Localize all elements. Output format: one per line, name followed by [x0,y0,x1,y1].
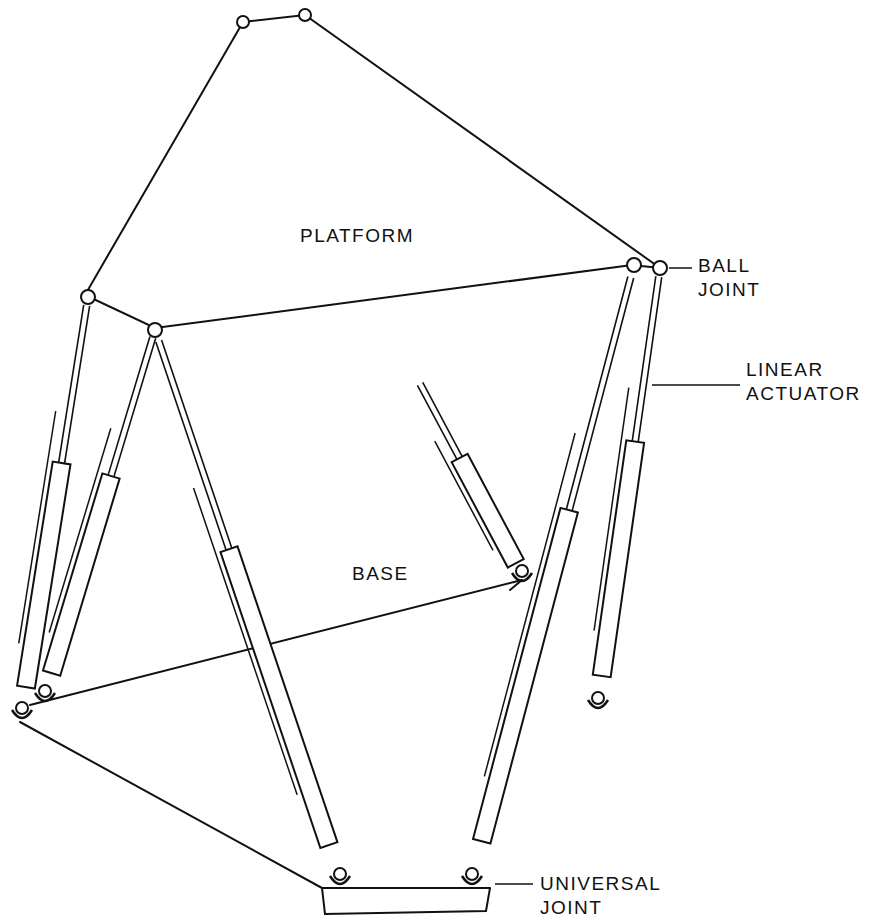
universal-joint [16,702,28,714]
universal-joint [466,868,478,880]
ball-joint [627,258,641,272]
universal-joint-cup [35,693,55,701]
shading-line [435,441,493,550]
universal-joint-cup [330,876,350,884]
actuator-cylinder [220,546,337,848]
shading-line [194,488,298,795]
actuator-rod [156,340,232,550]
platform-outline [85,15,660,328]
shading-line [49,428,111,632]
universal-joint [39,685,51,697]
part-label: PLATFORM [300,224,440,248]
actuator-cylinder [43,473,120,675]
actuator-cylinder [473,508,578,844]
universal-joint [592,692,604,704]
actuator-rod [632,276,661,442]
universal-joint-cup [462,876,482,884]
universal-joint-cup [12,710,32,718]
universal-joint-cup [588,700,608,708]
leader-line [652,384,740,386]
actuator-cylinder [452,454,524,568]
actuator-rod [59,305,90,464]
ball-joint [81,290,95,304]
part-label: UNIVERSAL JOINT [540,872,660,920]
part-label: BALL JOINT [698,254,798,302]
leader-line [669,267,692,269]
shading-line [594,388,629,631]
universal-joint [516,565,528,577]
shading-line [484,433,575,776]
universal-joint [334,868,346,880]
part-label: BASE [352,562,442,586]
part-label: LINEAR ACTUATOR [746,358,858,406]
actuator-rod [108,336,156,476]
shading-line [19,411,56,643]
base-outline [20,580,522,914]
ball-joint [299,9,311,21]
actuator-rod [417,382,462,459]
universal-joint-cup [512,573,532,581]
ball-joint [237,16,249,28]
ball-joint [653,261,667,275]
leader-line [495,883,533,885]
ball-joint [148,323,162,337]
actuator-cylinder [593,440,644,677]
